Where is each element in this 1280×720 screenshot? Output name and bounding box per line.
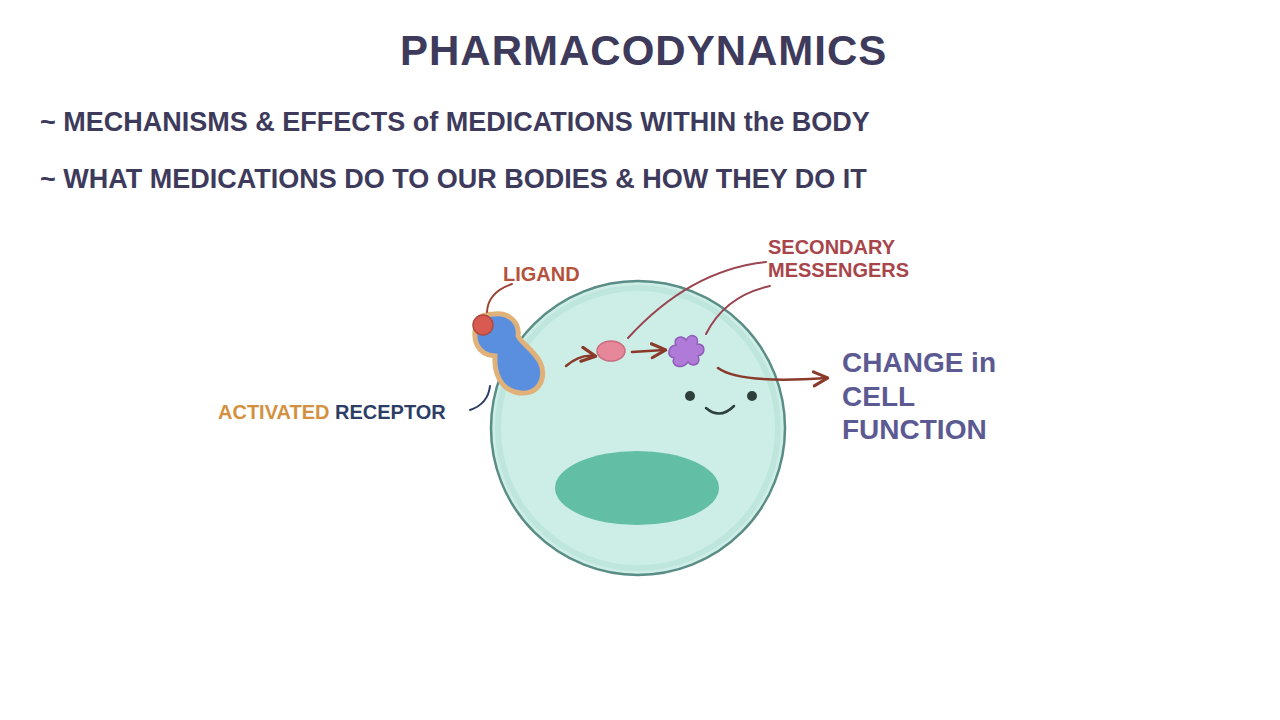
leader-line xyxy=(470,386,490,410)
cell-smile xyxy=(706,406,734,414)
effect-label: CHANGE in CELL FUNCTION xyxy=(842,346,1042,447)
signal-arrow xyxy=(632,350,664,352)
signal-arrow xyxy=(566,356,594,366)
ligand-molecule xyxy=(473,315,493,335)
cell-membrane xyxy=(491,281,785,575)
cell-eye xyxy=(685,391,695,401)
cell-eye xyxy=(747,391,757,401)
messenger-blob xyxy=(669,336,704,367)
signal-arrow xyxy=(718,368,826,380)
cell-nucleus xyxy=(555,451,719,525)
subtitle-line: ~ MECHANISMS & EFFECTS of MEDICATIONS WI… xyxy=(40,106,870,138)
messenger-blob xyxy=(597,341,625,361)
leader-line xyxy=(706,286,770,334)
receptor-label: ACTIVATED xyxy=(218,400,329,424)
ligand-label: LIGAND xyxy=(503,262,580,286)
subtitle-line: ~ WHAT MEDICATIONS DO TO OUR BODIES & HO… xyxy=(40,163,867,195)
diagram-title: PHARMACODYNAMICS xyxy=(400,26,887,76)
cell-inner-shade xyxy=(498,288,778,568)
receptor-label: RECEPTOR xyxy=(335,400,446,424)
messenger-label: SECONDARY MESSENGERS xyxy=(768,236,868,282)
leader-line xyxy=(628,262,766,338)
leader-line xyxy=(487,284,512,312)
